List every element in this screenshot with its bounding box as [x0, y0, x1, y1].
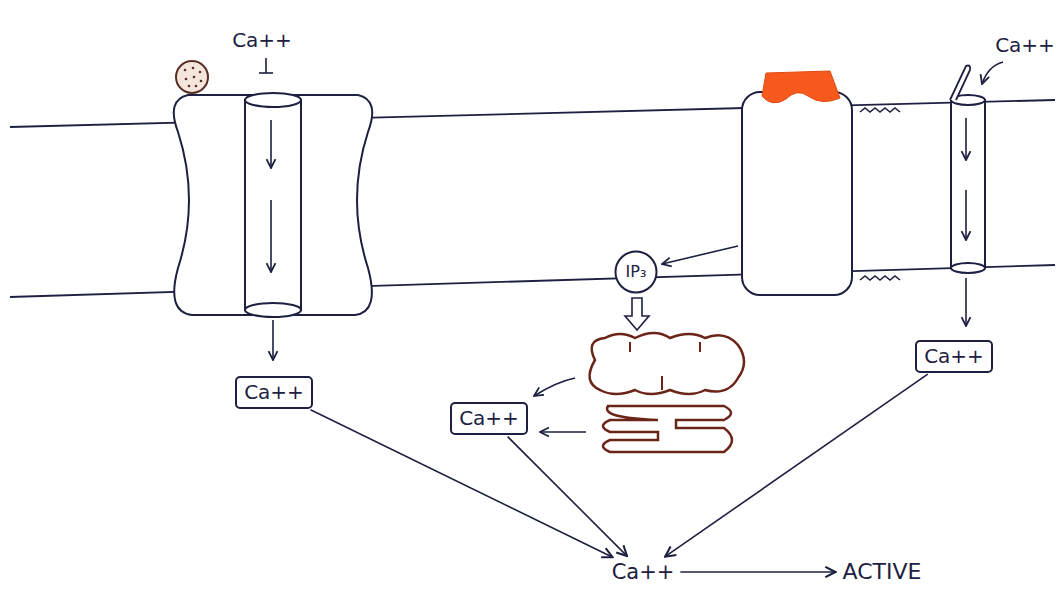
- release-arrow: [540, 431, 586, 433]
- node-text: IP₃: [626, 263, 647, 281]
- er-fold: [630, 342, 700, 390]
- release-arrow: [625, 298, 649, 330]
- pore-rim: [245, 93, 301, 107]
- ion-box: Ca++: [235, 376, 313, 409]
- ion-label: Ca++: [995, 34, 1055, 57]
- channel-protein: [174, 95, 372, 315]
- ion-text: Ca++: [609, 559, 678, 585]
- entry-arrow: [982, 62, 1003, 84]
- pore-rim: [951, 263, 985, 273]
- release-arrow: [534, 378, 575, 396]
- flow-connector: [508, 437, 627, 556]
- ligand-ball: [176, 61, 208, 93]
- flow-arrow: [272, 320, 274, 360]
- node-text: Ca++: [459, 407, 519, 430]
- flow-arrow: [965, 118, 967, 160]
- channel-pore: [951, 100, 985, 268]
- flow-arrow: [270, 200, 272, 272]
- receptor-ligand: [762, 71, 840, 103]
- ion-label: Ca++: [232, 29, 292, 52]
- channel-pore: [245, 100, 301, 310]
- flow-connector: [680, 571, 835, 573]
- node-text: ACTIVE: [843, 559, 922, 584]
- signal-arrow: [662, 246, 738, 264]
- ligand-dots: [184, 67, 203, 88]
- flow-arrow: [270, 120, 272, 168]
- flow-arrow: [965, 190, 967, 240]
- ion-box: Ca++: [915, 340, 993, 373]
- node-text: Ca++: [924, 345, 984, 368]
- flow-connector: [665, 374, 928, 556]
- membrane-line: [10, 265, 1055, 297]
- membrane-wave: [860, 108, 900, 112]
- pore-rim: [245, 303, 301, 317]
- state-text: ACTIVE: [840, 558, 925, 585]
- entry-marker: [265, 58, 267, 73]
- er-stack: [603, 406, 732, 452]
- entry-marker: [259, 72, 273, 74]
- node-text: Ca++: [244, 381, 304, 404]
- node-text: Ca++: [612, 560, 675, 584]
- messenger-circle: IP₃: [614, 250, 658, 294]
- membrane-line: [10, 100, 1055, 127]
- endoplasmic-reticulum: [590, 333, 744, 394]
- ion-box: Ca++: [450, 402, 528, 435]
- flow-arrow: [965, 278, 967, 326]
- circle-outline: [616, 252, 657, 293]
- receptor-protein: [742, 92, 852, 295]
- membrane-wave: [860, 276, 900, 280]
- channel-gate: [950, 66, 970, 101]
